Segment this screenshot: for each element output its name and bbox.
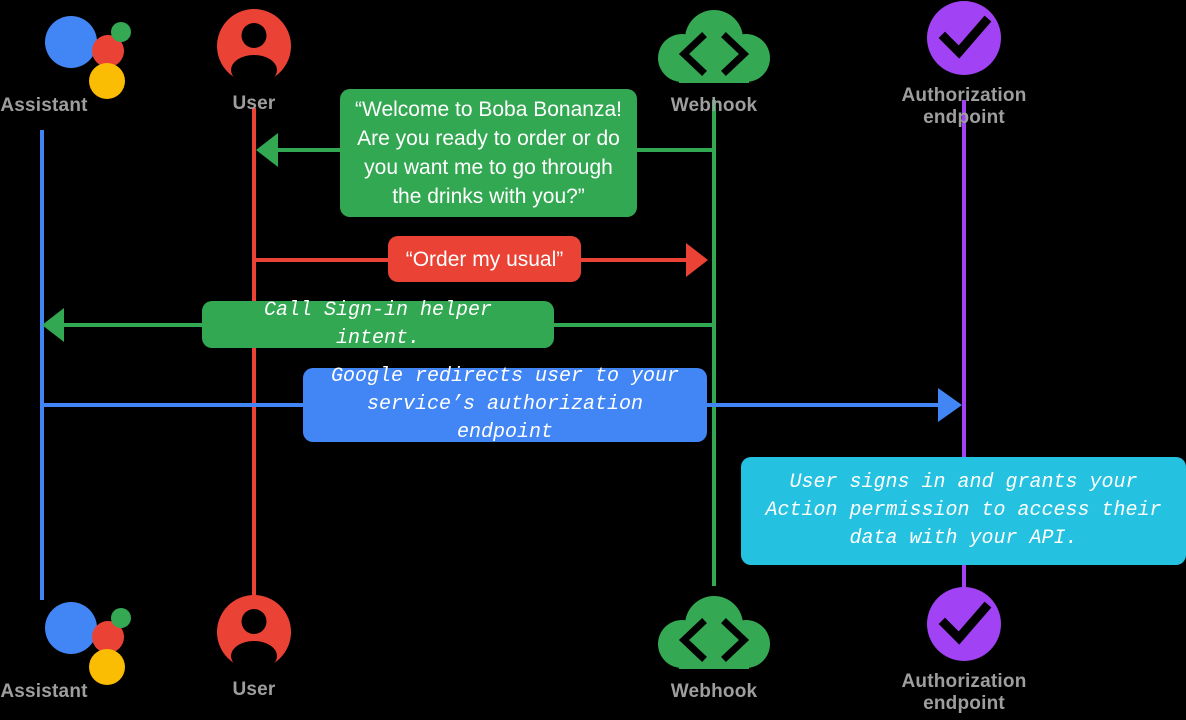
cloud-code-icon-bottom xyxy=(656,592,772,676)
message-bubble-order[interactable]: “Order my usual” xyxy=(388,236,581,282)
message-arrowhead-welcome xyxy=(256,133,278,167)
message-bubble-signs-in[interactable]: User signs in and grants your Action per… xyxy=(741,457,1186,565)
actor-label-assistant: Assistant xyxy=(0,95,88,116)
actor-label-auth-bottom: Authorization endpoint xyxy=(901,671,1027,714)
assistant-dot-green-bottom xyxy=(110,608,131,628)
message-text-signs-in: User signs in and grants your Action per… xyxy=(765,471,1162,550)
assistant-dot-yellow-bottom xyxy=(88,649,125,685)
actor-label-user: User xyxy=(232,93,276,114)
actor-user-top: User xyxy=(216,8,292,115)
actor-assistant-top: Assistant xyxy=(0,8,175,117)
lifeline-assistant xyxy=(40,130,44,600)
assistant-dot-yellow xyxy=(88,63,125,99)
actor-webhook-top: Webhook xyxy=(656,6,772,117)
purple-check-icon xyxy=(926,0,1002,76)
actor-label-auth: Authorization endpoint xyxy=(901,85,1027,128)
message-text-redirect: Google redirects user to your service’s … xyxy=(330,365,680,444)
purple-check-icon-bottom xyxy=(926,586,1002,662)
cloud-code-icon xyxy=(656,6,772,90)
actor-label-user-bottom: User xyxy=(232,679,276,700)
lifeline-webhook xyxy=(712,100,716,586)
message-arrowhead-signin xyxy=(42,308,64,342)
actor-user-bottom: User xyxy=(216,594,292,701)
purple-check-svg-bottom xyxy=(927,587,1001,661)
message-bubble-welcome[interactable]: “Welcome to Boba Bonanza! Are you ready … xyxy=(340,89,637,217)
assistant-dot-green xyxy=(110,22,131,42)
message-text-signin: Call Sign-in helper intent. xyxy=(263,298,493,350)
user-avatar-svg-bottom xyxy=(217,595,291,669)
google-assistant-icon-bottom xyxy=(44,594,131,685)
google-assistant-icon xyxy=(44,8,131,99)
message-arrowhead-order xyxy=(686,243,708,277)
actor-label-webhook-bottom: Webhook xyxy=(670,681,758,702)
actor-label-webhook: Webhook xyxy=(670,95,758,116)
assistant-dot-blue-bottom xyxy=(44,602,97,654)
lifeline-user xyxy=(252,108,256,595)
cloud-code-svg xyxy=(658,10,770,83)
user-avatar-svg xyxy=(217,9,291,83)
actor-webhook-bottom: Webhook xyxy=(656,592,772,703)
message-bubble-signin[interactable]: Call Sign-in helper intent. xyxy=(202,299,554,350)
message-text-welcome: “Welcome to Boba Bonanza! Are you ready … xyxy=(355,98,622,208)
assistant-dot-blue xyxy=(44,16,97,68)
purple-check-svg xyxy=(927,1,1001,75)
user-avatar-icon xyxy=(216,8,292,84)
lifeline-auth xyxy=(962,100,966,588)
actor-auth-top: Authorization endpoint xyxy=(854,0,1074,129)
actor-auth-bottom: Authorization endpoint xyxy=(854,586,1074,715)
message-arrowhead-redirect xyxy=(938,388,962,422)
message-text-order: “Order my usual” xyxy=(405,247,564,271)
actor-label-assistant-bottom: Assistant xyxy=(0,681,88,702)
user-avatar-icon-bottom xyxy=(216,594,292,670)
cloud-code-svg-bottom xyxy=(658,596,770,669)
actor-assistant-bottom: Assistant xyxy=(0,594,175,703)
message-bubble-redirect[interactable]: Google redirects user to your service’s … xyxy=(303,365,707,444)
